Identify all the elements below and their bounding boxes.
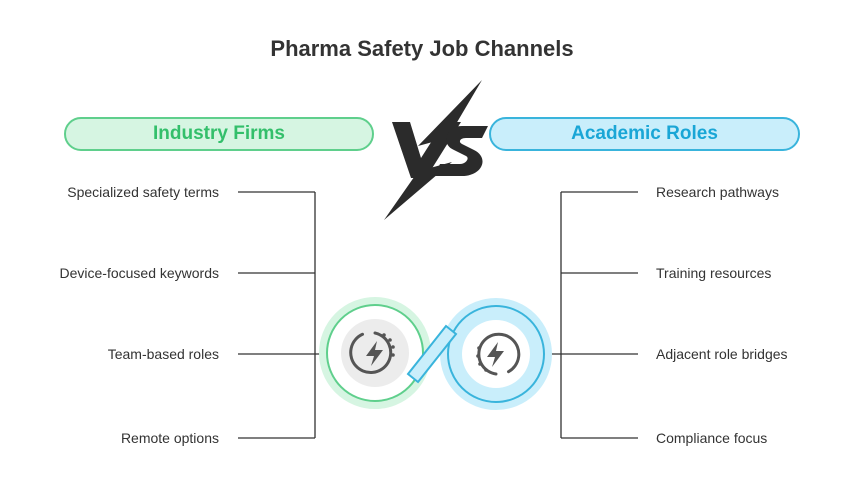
right-item-1: Research pathways (656, 184, 779, 200)
left-connector-lines (238, 191, 330, 439)
link-bar (406, 324, 458, 384)
right-item-2: Training resources (656, 265, 772, 281)
lightning-icon (349, 331, 395, 375)
page-title: Pharma Safety Job Channels (270, 36, 574, 61)
industry-firms-header: Industry Firms (64, 117, 374, 151)
academic-roles-header: Academic Roles (489, 117, 800, 151)
left-item-1: Specialized safety terms (67, 184, 219, 200)
lightning-icon (476, 332, 521, 376)
right-item-3: Adjacent role bridges (656, 346, 788, 362)
left-item-3: Team-based roles (107, 346, 219, 362)
left-item-4: Remote options (120, 430, 219, 446)
vs-icon (384, 80, 488, 220)
right-item-4: Compliance focus (656, 430, 768, 446)
left-item-2: Device-focused keywords (59, 265, 219, 281)
right-connector-lines (545, 191, 638, 439)
